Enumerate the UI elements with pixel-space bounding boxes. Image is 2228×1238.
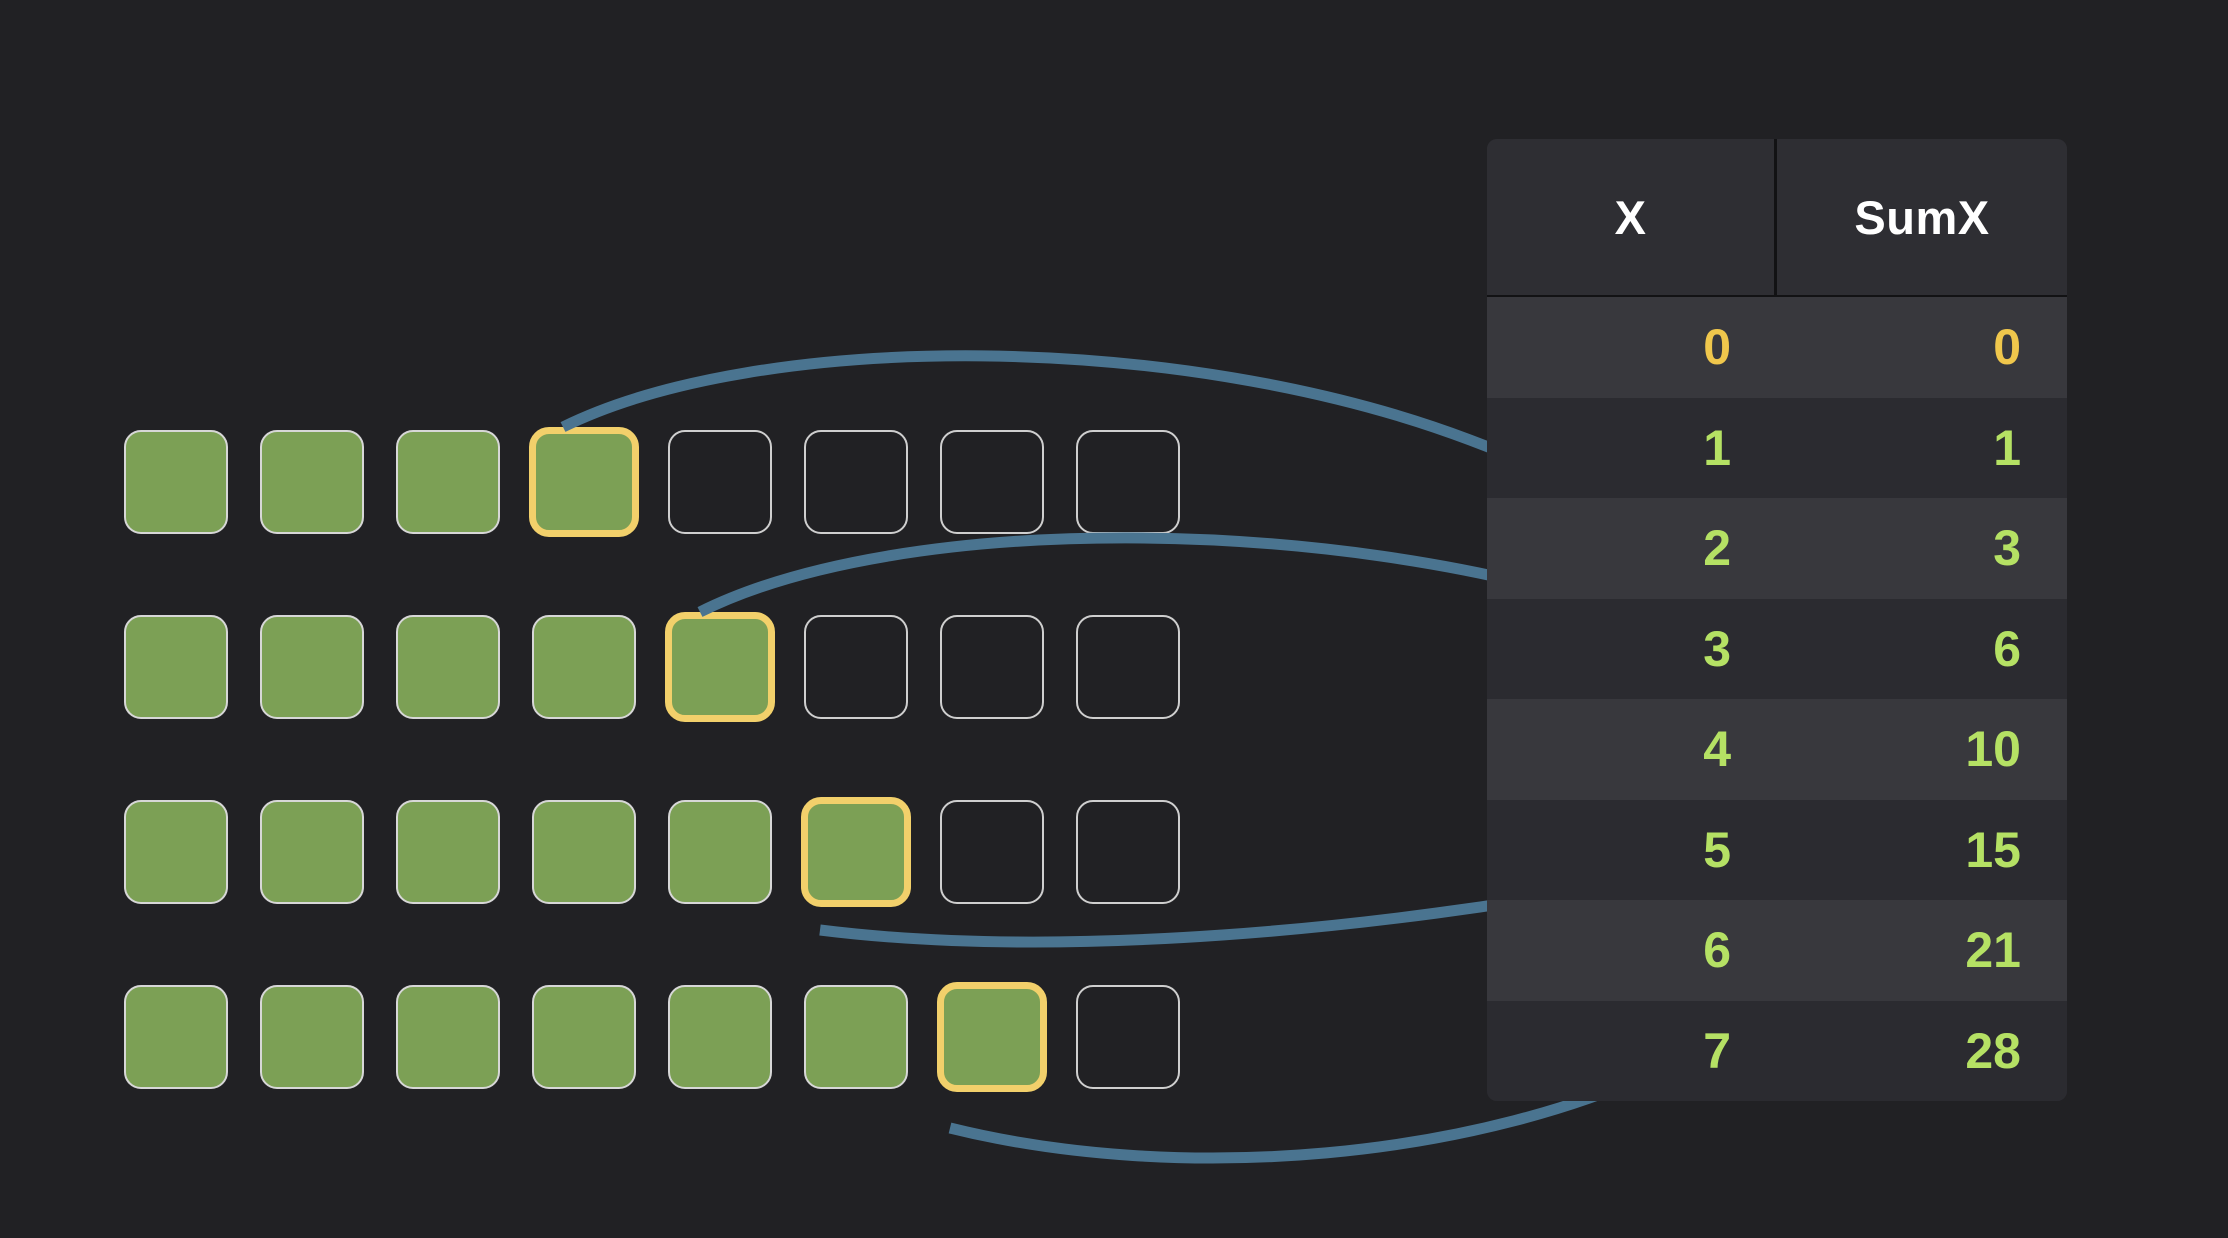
grid-cell-filled[interactable] <box>260 800 364 904</box>
grid-cell-empty[interactable] <box>940 430 1044 534</box>
grid-cell-filled[interactable] <box>532 985 636 1089</box>
cell-sumx: 28 <box>1965 1022 2021 1079</box>
table-row[interactable]: 5 15 <box>1487 799 2067 900</box>
grid-cell-filled[interactable] <box>124 800 228 904</box>
grid-cell-highlighted[interactable] <box>801 797 911 907</box>
cell-x: 6 <box>1703 922 1731 979</box>
grid-cell-filled[interactable] <box>668 985 772 1089</box>
grid-row-2 <box>124 797 1212 912</box>
grid-cell-highlighted[interactable] <box>529 427 639 537</box>
cell-sumx: 10 <box>1965 721 2021 778</box>
grid-cell-filled[interactable] <box>124 985 228 1089</box>
table-row[interactable]: 6 21 <box>1487 900 2067 1001</box>
cell-sumx: 1 <box>1993 419 2021 476</box>
cell-sumx: 6 <box>1993 620 2021 677</box>
cell-x: 3 <box>1703 620 1731 677</box>
grid-cell-filled[interactable] <box>396 615 500 719</box>
cell-x: 7 <box>1703 1022 1731 1079</box>
grid-cell-empty[interactable] <box>1076 800 1180 904</box>
grid-cell-filled[interactable] <box>396 430 500 534</box>
grid-cell-empty[interactable] <box>804 430 908 534</box>
table-row[interactable]: 7 28 <box>1487 1000 2067 1101</box>
grid-cell-filled[interactable] <box>804 985 908 1089</box>
grid-cell-highlighted[interactable] <box>665 612 775 722</box>
cell-sumx: 0 <box>1993 319 2021 376</box>
grid-cell-filled[interactable] <box>260 615 364 719</box>
column-header-x: X <box>1487 139 1777 295</box>
grid-cell-highlighted[interactable] <box>937 982 1047 1092</box>
table-header-row: X SumX <box>1487 139 2067 297</box>
grid-row-1 <box>124 612 1212 727</box>
grid-cell-empty[interactable] <box>1076 615 1180 719</box>
grid-cell-filled[interactable] <box>396 985 500 1089</box>
cell-sumx: 3 <box>1993 520 2021 577</box>
grid-cell-filled[interactable] <box>260 985 364 1089</box>
grid-cell-filled[interactable] <box>124 430 228 534</box>
column-header-sumx: SumX <box>1854 190 1990 244</box>
table-row[interactable]: 4 10 <box>1487 699 2067 800</box>
grid-row-3 <box>124 982 1212 1097</box>
grid-cell-empty[interactable] <box>940 615 1044 719</box>
cell-sumx: 21 <box>1965 922 2021 979</box>
grid-cell-filled[interactable] <box>532 800 636 904</box>
grid-cell-filled[interactable] <box>260 430 364 534</box>
cell-x: 1 <box>1703 419 1731 476</box>
grid-cell-empty[interactable] <box>1076 985 1180 1089</box>
grid-cell-filled[interactable] <box>668 800 772 904</box>
grid-row-0 <box>124 427 1212 542</box>
grid-cell-empty[interactable] <box>1076 430 1180 534</box>
cell-x: 5 <box>1703 821 1731 878</box>
grid-cell-filled[interactable] <box>532 615 636 719</box>
cell-x: 0 <box>1703 319 1731 376</box>
grid-cell-filled[interactable] <box>124 615 228 719</box>
grid-cell-empty[interactable] <box>940 800 1044 904</box>
cell-sumx: 15 <box>1965 821 2021 878</box>
cell-x: 2 <box>1703 520 1731 577</box>
cell-x: 4 <box>1703 721 1731 778</box>
grid-cell-empty[interactable] <box>668 430 772 534</box>
grid-cell-filled[interactable] <box>396 800 500 904</box>
grid-cell-empty[interactable] <box>804 615 908 719</box>
